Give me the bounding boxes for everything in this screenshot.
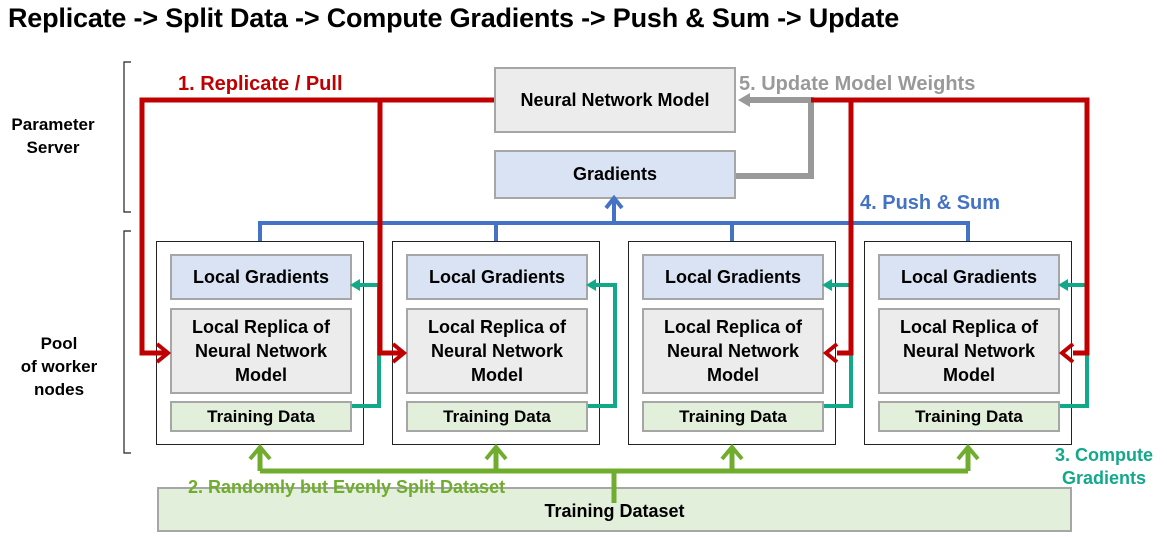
- parameter-server-bracket: [123, 61, 131, 213]
- training-data-label: Training Data: [443, 406, 551, 426]
- diagram-title: Replicate -> Split Data -> Compute Gradi…: [8, 3, 900, 33]
- split-arrowhead-icon: [956, 443, 980, 461]
- push-sum-line: [258, 221, 970, 241]
- step3-label: 3. Compute Gradients: [1054, 445, 1153, 488]
- replicate-arrowhead-icon: [822, 342, 839, 364]
- local-gradients-label: Local Gradients: [192, 266, 330, 287]
- compute-arrowhead-icon: [822, 279, 832, 291]
- replicate-line: [139, 97, 494, 356]
- local-replica-box: Local Replica of Neural Network Model: [878, 308, 1060, 394]
- local-gradients-box: Local Gradients: [642, 254, 824, 300]
- compute-arrowhead-icon: [350, 279, 360, 291]
- update-weights-line: [736, 97, 814, 179]
- step5-label: 5. Update Model Weights: [739, 73, 976, 95]
- replicate-arrowhead-icon: [1058, 342, 1075, 364]
- step1-label: 1. Replicate / Pull: [178, 73, 343, 95]
- update-arrowhead-icon: [738, 93, 750, 107]
- local-replica-label: Local Replica of Neural Network Model: [899, 317, 1039, 385]
- replicate-arrowhead-icon: [391, 342, 408, 364]
- compute-arrowhead-icon: [586, 279, 596, 291]
- local-replica-box: Local Replica of Neural Network Model: [406, 308, 588, 394]
- training-data-label: Training Data: [679, 406, 787, 426]
- local-replica-label: Local Replica of Neural Network Model: [427, 317, 567, 385]
- local-gradients-box: Local Gradients: [406, 254, 588, 300]
- compute-arrowhead-icon: [1058, 279, 1068, 291]
- split-arrowhead-icon: [484, 443, 508, 461]
- compute-gradients-line: [588, 283, 617, 408]
- push-sum-arrowhead-icon: [604, 194, 624, 210]
- step4-label: 4. Push & Sum: [860, 192, 1001, 214]
- training-data-label: Training Data: [915, 406, 1023, 426]
- training-data-label: Training Data: [207, 406, 315, 426]
- local-replica-box: Local Replica of Neural Network Model: [170, 308, 352, 394]
- training-data-box: Training Data: [642, 401, 824, 432]
- split-arrowhead-icon: [248, 443, 272, 461]
- local-replica-label: Local Replica of Neural Network Model: [191, 317, 331, 385]
- training-data-box: Training Data: [170, 401, 352, 432]
- parameter-server-label: Parameter Server: [11, 115, 95, 157]
- local-gradients-label: Local Gradients: [900, 266, 1038, 287]
- local-replica-box: Local Replica of Neural Network Model: [642, 308, 824, 394]
- worker-pool-label: Pool of worker nodes: [20, 334, 98, 399]
- local-gradients-label: Local Gradients: [428, 266, 566, 287]
- replicate-line: [377, 100, 402, 356]
- server-model-label: Neural Network Model: [520, 89, 710, 110]
- training-data-box: Training Data: [878, 401, 1060, 432]
- training-data-box: Training Data: [406, 401, 588, 432]
- step2-label: 2. Randomly but Evenly Split Dataset: [188, 477, 506, 497]
- local-gradients-box: Local Gradients: [878, 254, 1060, 300]
- local-gradients-box: Local Gradients: [170, 254, 352, 300]
- local-replica-label: Local Replica of Neural Network Model: [663, 317, 803, 385]
- server-model-box: Neural Network Model: [494, 67, 736, 133]
- server-gradients-label: Gradients: [572, 164, 658, 184]
- split-arrowhead-icon: [720, 443, 744, 461]
- training-dataset-label: Training Dataset: [544, 501, 685, 521]
- local-gradients-label: Local Gradients: [664, 266, 802, 287]
- replicate-arrowhead-icon: [155, 342, 172, 364]
- compute-gradients-line: [352, 283, 381, 408]
- replicate-line: [837, 100, 854, 356]
- replicate-line: [811, 97, 1090, 356]
- worker-pool-bracket: [123, 230, 131, 454]
